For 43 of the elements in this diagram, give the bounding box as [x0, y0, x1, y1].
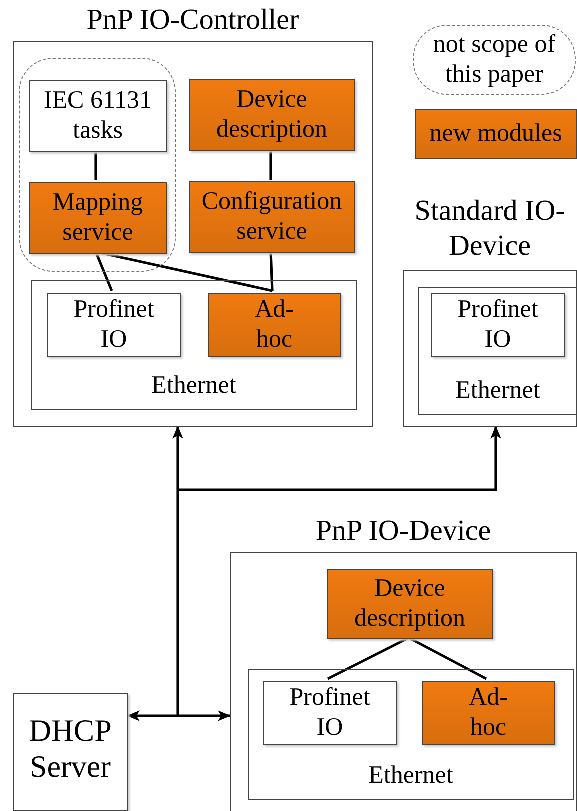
dashed-region [19, 58, 176, 272]
module-box [208, 293, 341, 357]
connector-line [327, 636, 410, 680]
device-panel [248, 669, 574, 800]
panel-title: Standard IO-Device [414, 194, 566, 264]
module-box [189, 79, 355, 151]
module-box [13, 693, 128, 811]
connector-line [94, 252, 114, 292]
connector-line [94, 150, 98, 180]
module-label: Device description [353, 574, 467, 634]
module-box [47, 293, 181, 357]
arrow [126, 710, 232, 722]
module-label: Ad-hoc [468, 683, 509, 743]
legend-label: not scope of this paper [432, 30, 557, 90]
panel-title: PnP IO-Controller [86, 3, 300, 38]
module-label: Mapping service [52, 188, 144, 248]
arrow [178, 426, 502, 492]
connector-line [270, 252, 274, 292]
module-box [431, 293, 565, 357]
device-panel [31, 280, 357, 410]
module-label: Ad-hoc [254, 295, 295, 355]
module-label: Device description [215, 85, 329, 145]
connector-line [270, 150, 272, 180]
module-label: Profinet IO [288, 683, 372, 743]
module-label: Profinet IO [456, 295, 540, 355]
module-label: Configuration service [200, 187, 344, 247]
module-box [29, 80, 167, 152]
panel-title: PnP IO-Device [314, 514, 492, 549]
device-panel [418, 287, 577, 415]
network-label: Ethernet [454, 376, 542, 406]
module-label: Profinet IO [72, 295, 156, 355]
module-box [29, 182, 167, 254]
module-box [422, 681, 555, 745]
module-box [189, 181, 355, 253]
network-label: Ethernet [368, 761, 454, 791]
module-label: DHCP Server [28, 712, 113, 785]
legend-label: new modules [428, 119, 564, 149]
module-label: IEC 61131 tasks [42, 86, 154, 146]
connector-line [408, 636, 488, 680]
module-box [263, 681, 397, 745]
module-box [327, 569, 493, 639]
network-label: Ethernet [150, 371, 238, 401]
arrow [172, 426, 184, 716]
